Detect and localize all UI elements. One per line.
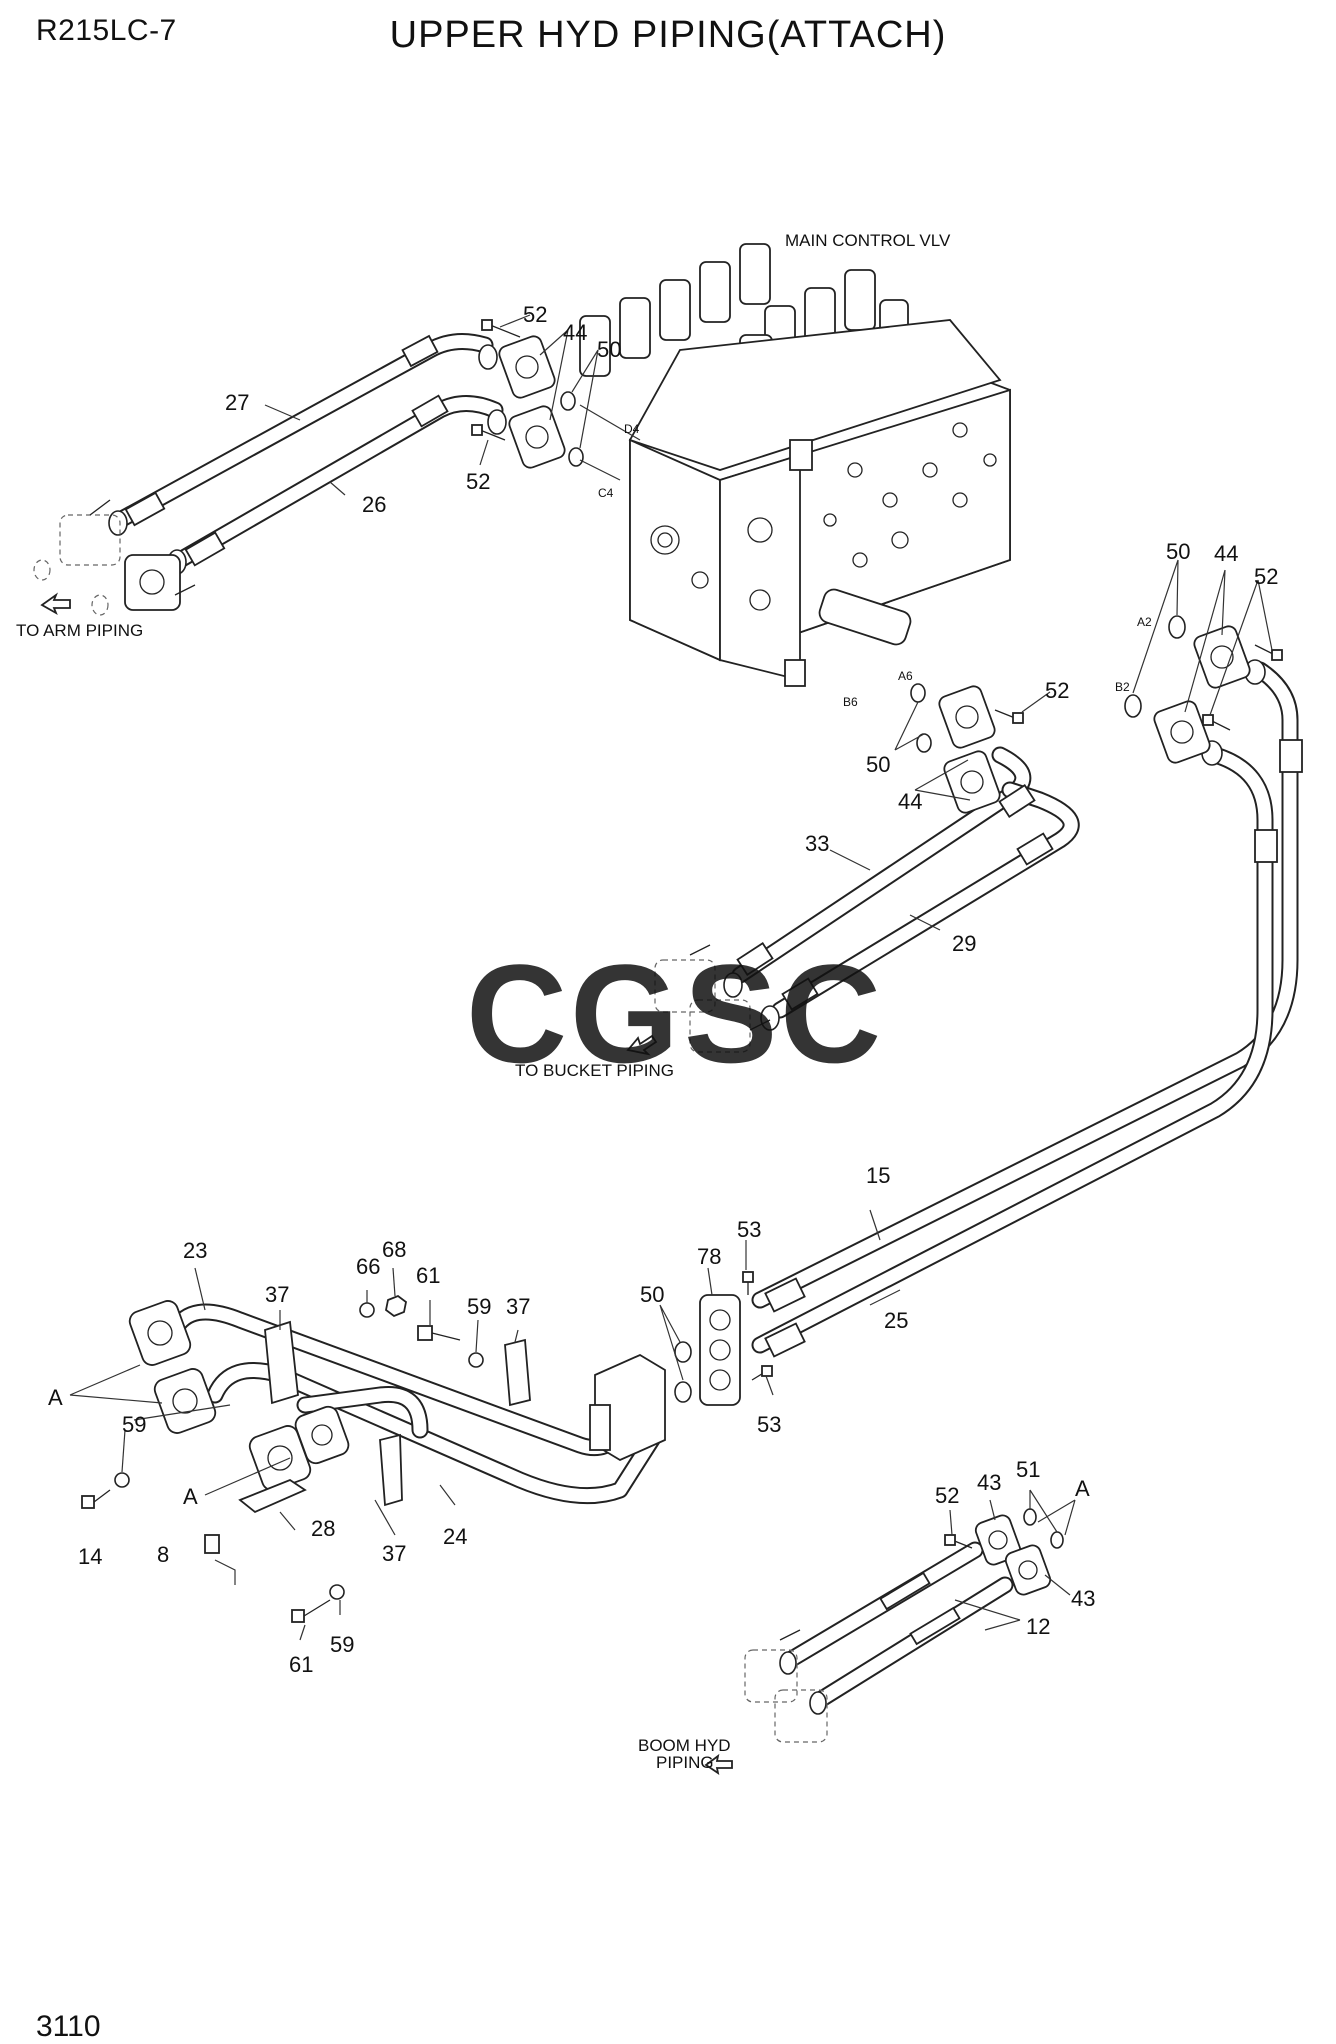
boom-end-fittings [744,1629,828,1743]
port-a6: A6 [898,669,913,683]
part-52-br: 52 [935,1483,959,1508]
part-50-mid: 50 [866,752,890,777]
part-50-top: 50 [597,337,621,362]
part-51: 51 [1016,1457,1040,1482]
part-59-c: 59 [330,1632,354,1657]
oring-50-right-1 [1168,615,1186,639]
part-37-a: 37 [265,1282,289,1307]
view-ref-a-left: A [48,1385,63,1410]
part-37-b: 37 [506,1294,530,1319]
part-53-top: 53 [737,1217,761,1242]
watermark-letter-c1: C [466,935,567,1092]
boom-hoses-12 [779,1541,1014,1715]
oring-50-low-2 [674,1381,692,1403]
boom-hyd-piping-label-2: PIPING [656,1753,714,1772]
junction-block [589,1353,666,1462]
part-29: 29 [952,931,976,956]
oring-51-2 [1050,1531,1064,1549]
watermark-letter-g: G [570,935,679,1092]
flange-78 [699,1294,741,1406]
part-33: 33 [805,831,829,856]
part-59-b: 59 [122,1412,146,1437]
port-c4: C4 [598,486,614,500]
leader-lines [69,314,1273,1641]
boom-hyd-piping-label-1: BOOM HYD [638,1736,731,1755]
bolts-52-right [1202,644,1283,731]
flange-44-top [498,335,566,469]
pipe-ferrules-arm [108,334,507,575]
part-43-a: 43 [977,1470,1001,1495]
part-24: 24 [443,1524,467,1549]
part-61-b: 61 [289,1652,313,1677]
part-52-right: 52 [1254,564,1278,589]
main-control-valve [579,243,1011,687]
clamp-37 [264,1320,531,1507]
direction-arrows [40,592,733,1775]
bolts-52-top [471,319,521,441]
page-title: UPPER HYD PIPING(ATTACH) [389,14,947,56]
flange-44-right [1153,625,1251,764]
view-ref-a-mid: A [183,1484,198,1509]
port-d4: D4 [624,422,640,436]
part-52-top: 52 [523,302,547,327]
arm-end-fittings [33,499,196,616]
part-52-mid2: 52 [1045,678,1069,703]
part-27: 27 [225,390,249,415]
watermark-letter-s: S [684,935,777,1092]
pipe-29 [771,781,1080,1019]
part-23: 23 [183,1238,207,1263]
flanges-43 [974,1514,1052,1596]
part-44-mid: 44 [898,789,922,814]
pipe-24 [206,1362,664,1505]
part-78: 78 [697,1244,721,1269]
part-15: 15 [866,1163,890,1188]
oring-50-mid-1 [910,683,926,703]
part-26: 26 [362,492,386,517]
part-37-c: 37 [382,1541,406,1566]
oring-50-low-1 [674,1341,692,1363]
part-59-a: 59 [467,1294,491,1319]
hardware-small [81,1294,484,1623]
flange-left-a [128,1300,350,1491]
main-control-valve-label: MAIN CONTROL VLV [785,231,951,250]
watermark-logo: C G S C [466,935,881,1092]
port-b6: B6 [843,695,858,709]
model-number: R215LC-7 [36,14,177,47]
oring-50-top-1 [560,391,576,411]
part-68: 68 [382,1237,406,1262]
part-66: 66 [356,1254,380,1279]
part-14: 14 [78,1544,102,1569]
part-8: 8 [157,1542,169,1567]
view-ref-a-right: A [1075,1476,1090,1501]
oring-50-top-2 [568,447,584,467]
pipe-lower-cross [296,1385,429,1439]
bolt-52-br [944,1534,973,1549]
port-a2: A2 [1137,615,1152,629]
oring-51-1 [1023,1508,1037,1526]
pipe-ferrules-bucket [723,784,1054,1031]
to-bucket-piping-label: TO BUCKET PIPING [515,1061,674,1080]
pipe-26 [171,395,504,569]
port-b2: B2 [1115,680,1130,694]
part-12: 12 [1026,1614,1050,1639]
oring-50-right-2 [1124,694,1142,718]
part-50-low: 50 [640,1282,664,1307]
to-arm-piping-label: TO ARM PIPING [16,621,143,640]
part-50-right: 50 [1166,539,1190,564]
part-52-mid: 52 [466,469,490,494]
part-28: 28 [311,1516,335,1541]
part-25: 25 [884,1308,908,1333]
bracket-28 [238,1478,307,1514]
bolts-53 [742,1271,773,1381]
part-43-b: 43 [1071,1586,1095,1611]
part-53-bot: 53 [757,1412,781,1437]
pipe-25 [751,746,1274,1354]
part-61-a: 61 [416,1263,440,1288]
bolt-52-mid [994,709,1024,724]
part-44-right: 44 [1214,541,1238,566]
watermark-letter-c2: C [780,935,881,1092]
part-44-top: 44 [563,320,587,345]
bucket-end-fittings [654,944,771,1053]
